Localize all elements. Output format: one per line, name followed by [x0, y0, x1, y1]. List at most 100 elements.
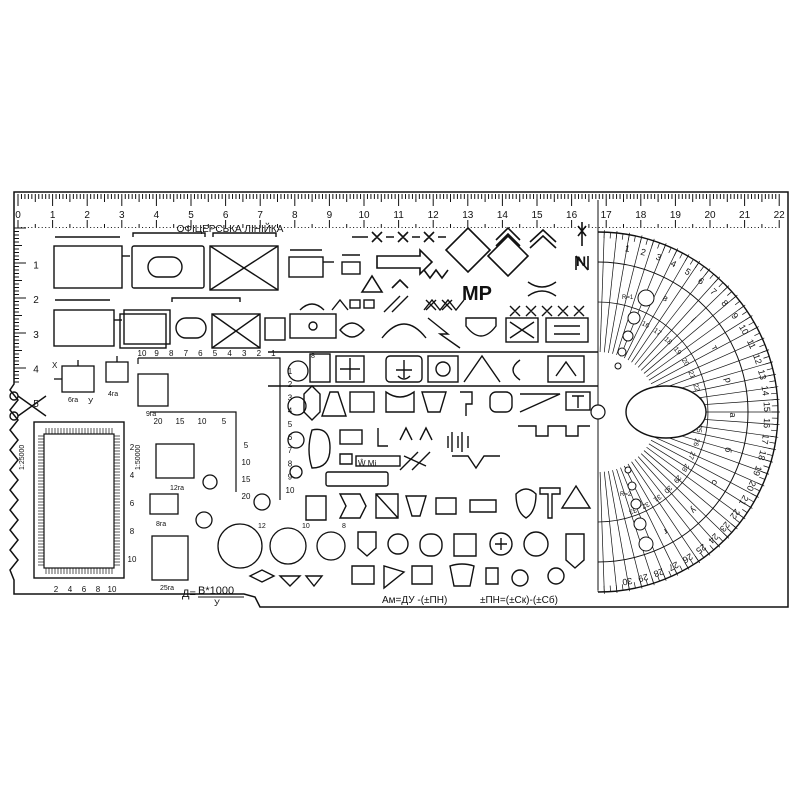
top-scale-number: 10: [358, 210, 370, 221]
top-scale-number: 3: [119, 210, 125, 221]
grid-inner-top-number: 10: [198, 417, 207, 426]
grid-right-number: 1: [288, 367, 293, 376]
top-scale-number: 17: [601, 210, 613, 221]
protractor-ray: [646, 304, 746, 378]
grid-inner-top-number: 15: [176, 417, 185, 426]
protractor-tick: [771, 392, 778, 395]
protractor-inner-number: 20: [680, 357, 690, 367]
map-bottom-number: 8: [96, 585, 101, 594]
area-grid-frame: [137, 357, 281, 500]
protractor-ray: [654, 349, 770, 392]
protractor-ray: [640, 453, 730, 539]
map-bottom-number: 10: [108, 585, 117, 594]
grid-inner-right-number: 15: [242, 475, 251, 484]
top-scale-number: 12: [428, 210, 440, 221]
protractor-outer-number: 30: [622, 576, 634, 588]
protractor-tick: [731, 523, 737, 528]
protractor-tick: [756, 482, 763, 486]
protractor-tick: [704, 269, 710, 276]
protractor-tick: [745, 503, 751, 508]
protractor-ray: [637, 456, 721, 548]
protractor-inner-number: 19: [672, 346, 682, 357]
protractor-tick: [751, 493, 758, 497]
protractor-tick: [727, 528, 733, 533]
symbol-row-top: [352, 222, 589, 293]
grid-right-number: 2: [288, 380, 293, 389]
protractor-tick: [727, 291, 733, 296]
protractor-letter: в: [661, 293, 670, 304]
protractor-tick: [662, 573, 666, 580]
protractor-tick: [689, 259, 694, 265]
area-9ga: 9га: [146, 411, 156, 418]
map-right-number: 8: [130, 527, 135, 536]
grid-inner-right-number: 10: [242, 458, 251, 467]
protractor-ray: [631, 260, 701, 363]
grid-top-number: 3: [242, 349, 247, 358]
top-scale-number: 16: [566, 210, 578, 221]
map-grid-box: [33, 421, 125, 579]
protractor-outer-number: 15: [762, 402, 772, 412]
map-bottom-number: 4: [68, 585, 73, 594]
protractor-ray: [608, 471, 630, 592]
grid-top-number: 10: [138, 349, 147, 358]
wmi-symbol: Ŵ Mi: [358, 459, 376, 468]
grid-inner-scale: 1:50000: [135, 445, 142, 470]
protractor-ray: [652, 436, 765, 487]
top-scale-number: 18: [635, 210, 647, 221]
protractor-outer-number: 20: [745, 479, 758, 492]
protractor-tick: [766, 368, 773, 371]
protractor-outer-number: 11: [745, 338, 758, 351]
protractor-ray: [627, 254, 690, 361]
formula-den: У: [214, 598, 220, 608]
protractor-tick: [639, 237, 642, 244]
protractor-tick: [684, 255, 689, 262]
protractor-ray: [643, 450, 738, 530]
protractor-tick: [679, 565, 683, 572]
protractor-tick: [633, 582, 636, 589]
protractor-ray: [634, 268, 711, 365]
protractor-outer-number: 16: [762, 418, 772, 428]
protractor-tick: [662, 244, 666, 251]
grid-right-number: 5: [288, 420, 293, 429]
map-right-number: 6: [130, 499, 135, 508]
protractor-tick: [627, 234, 630, 241]
area-4ga: 4га: [108, 391, 118, 398]
protractor-tick: [645, 579, 648, 586]
map-right-number: 2: [130, 443, 135, 452]
protractor-inner-number: 31: [652, 492, 662, 502]
grid-right-number: 10: [286, 486, 295, 495]
grid-top-number: 5: [213, 349, 218, 358]
protractor-tick: [718, 282, 724, 288]
protractor-ray: [634, 459, 711, 556]
protractor-ray: [646, 446, 746, 520]
left-scale-number: 4: [33, 364, 39, 375]
grid-top-number: 6: [198, 349, 203, 358]
circle-label-8: 8: [311, 353, 315, 360]
protractor-tick: [742, 311, 748, 315]
protractor-ray: [603, 471, 618, 594]
protractor-outer-number: 8: [719, 298, 730, 308]
protractor-inner-number: 17: [652, 327, 662, 337]
protractor-small-scale-label: R=1: [622, 295, 634, 301]
protractor-tick: [673, 568, 678, 574]
protractor-tick: [745, 316, 751, 321]
protractor-ray: [627, 463, 690, 570]
map-right-number: 4: [130, 471, 135, 480]
protractor-ray: [599, 230, 605, 353]
protractor-tick: [761, 350, 768, 353]
protractor-letter: у: [688, 505, 699, 516]
protractor-letter: с: [709, 478, 720, 487]
axis-x-mark: X: [52, 361, 58, 370]
protractor-inner-number: 32: [640, 500, 650, 510]
north-symbol: N: [576, 253, 586, 269]
protractor-inner-number: 30: [662, 484, 673, 495]
protractor-tick: [765, 459, 772, 462]
protractor-letter: і: [689, 315, 697, 323]
protractor-outer-number: 4: [669, 258, 678, 269]
protractor-tick: [748, 498, 755, 503]
grid-top-number: 7: [184, 349, 189, 358]
